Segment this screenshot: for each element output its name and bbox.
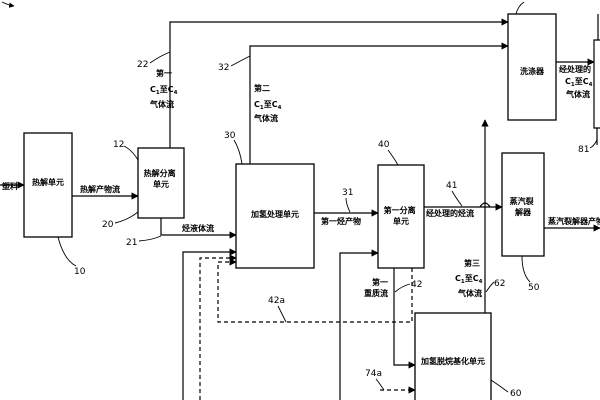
svg-text:第二: 第二 xyxy=(254,83,270,93)
first-heavy-stream-line xyxy=(393,268,416,369)
svg-text:C1至C4: C1至C4 xyxy=(150,85,178,96)
treated-hydrocarbon-label: 经处理的烃流 xyxy=(426,208,474,218)
hydrocarbon-liquid-label: 烃液体流 xyxy=(182,223,214,233)
svg-text:C1至C4: C1至C4 xyxy=(254,100,282,111)
svg-text:气体流: 气体流 xyxy=(253,113,278,123)
ref-74a-leader xyxy=(375,378,385,391)
ref-21: 21 xyxy=(126,238,137,248)
ref-42-leader xyxy=(394,283,411,293)
second-gas-stream-label: 第二 C1至C4 气体流 xyxy=(253,83,282,123)
ref-42: 42 xyxy=(411,280,422,290)
ref-62-leader xyxy=(485,281,495,293)
hydrodealkylation-unit-label: 加氢脱烷基化单元 xyxy=(420,356,485,366)
third-gas-stream-label: 第三 C1至C4 气体流 xyxy=(455,258,483,298)
scrubber-label: 洗涤器 xyxy=(520,66,545,76)
first-gas-stream-label: 第一 C1至C4 气体流 xyxy=(149,68,178,109)
first-heavy-stream-label: 第一 重质流 xyxy=(364,277,391,298)
ref-60-leader xyxy=(490,379,509,393)
treated-gas-stream-label: 经处理的 C1至C4 气体流 xyxy=(559,64,593,99)
ref-62: 62 xyxy=(494,279,505,289)
scrubber-box xyxy=(507,13,557,121)
svg-text:C1至C4: C1至C4 xyxy=(565,77,593,88)
steam-cracker-product-label: 蒸汽裂解器产物 xyxy=(548,216,600,226)
ref-31-leader xyxy=(345,197,351,213)
ref-74a: 74a xyxy=(365,369,382,379)
first-separation-box xyxy=(377,164,425,269)
pyrolysis-unit-label: 热解单元 xyxy=(32,177,64,187)
ref-40-leader xyxy=(387,149,399,166)
ref-42a: 42a xyxy=(268,296,285,306)
ref-41: 41 xyxy=(446,181,457,191)
ref-32-leader xyxy=(230,55,251,67)
partial-right-box xyxy=(593,39,600,129)
hydrotreating-unit-box xyxy=(235,163,315,269)
ref-12-leader xyxy=(123,145,139,161)
pyrolysis-unit-box xyxy=(23,132,73,238)
ref-60: 60 xyxy=(510,389,522,399)
ref-30-leader xyxy=(233,139,243,165)
ref-30: 30 xyxy=(224,131,236,141)
ref-31: 31 xyxy=(342,188,353,198)
ref-41-leader xyxy=(451,190,463,207)
left-recycle-solid-line xyxy=(182,248,237,400)
heavy-recycle-dashed-line xyxy=(217,258,413,323)
svg-text:气体流: 气体流 xyxy=(457,288,482,298)
ref-81: 81 xyxy=(578,145,589,155)
ref-32: 32 xyxy=(218,63,229,73)
ref-50: 50 xyxy=(528,283,540,293)
svg-text:C1至C4: C1至C4 xyxy=(455,274,483,285)
svg-text:气体流: 气体流 xyxy=(565,89,590,99)
hydrocarbon-liquid-line xyxy=(160,218,237,239)
first-gas-stream-line xyxy=(169,18,509,148)
ref-50-leader xyxy=(521,255,531,283)
pyrolysis-separation-label: 热解分离 单元 xyxy=(144,168,179,189)
svg-text:第一: 第一 xyxy=(156,68,172,78)
steam-cracker-label: 蒸汽裂 解器 xyxy=(510,196,537,217)
second-gas-stream-line xyxy=(249,42,509,164)
pyrolysis-separation-box xyxy=(137,147,185,219)
svg-text:第三: 第三 xyxy=(464,258,480,268)
scrubber-ref-leader xyxy=(515,1,525,15)
ref-81-leader xyxy=(589,139,598,149)
hda-recycle-line xyxy=(339,249,379,400)
ref-12: 12 xyxy=(113,140,124,150)
plastic-feed-label: 塑料 xyxy=(2,181,18,191)
ref-20-leader xyxy=(114,211,139,224)
ref-40: 40 xyxy=(378,140,390,150)
first-hydrocarbon-product-label: 第一烃产物 xyxy=(321,216,361,226)
ref-22: 22 xyxy=(137,60,148,70)
ref-22-leader xyxy=(149,51,171,64)
hydrodealkylation-unit-box xyxy=(414,312,492,400)
first-separation-label: 第一分离 单元 xyxy=(384,205,419,226)
pyrolysis-product-label: 热解产物流 xyxy=(80,184,120,194)
ref-20: 20 xyxy=(102,220,114,230)
ref-10: 10 xyxy=(74,267,86,277)
top-left-arrow xyxy=(1,1,15,8)
ref-42a-leader xyxy=(277,305,287,323)
ref-10-leader xyxy=(57,236,77,267)
svg-text:气体流: 气体流 xyxy=(149,99,174,109)
hydrotreating-unit-label: 加氢处理单元 xyxy=(250,209,299,219)
svg-text:经处理的: 经处理的 xyxy=(559,64,591,74)
left-recycle-dashed-line xyxy=(199,254,237,400)
ref-21-leader xyxy=(138,235,162,242)
